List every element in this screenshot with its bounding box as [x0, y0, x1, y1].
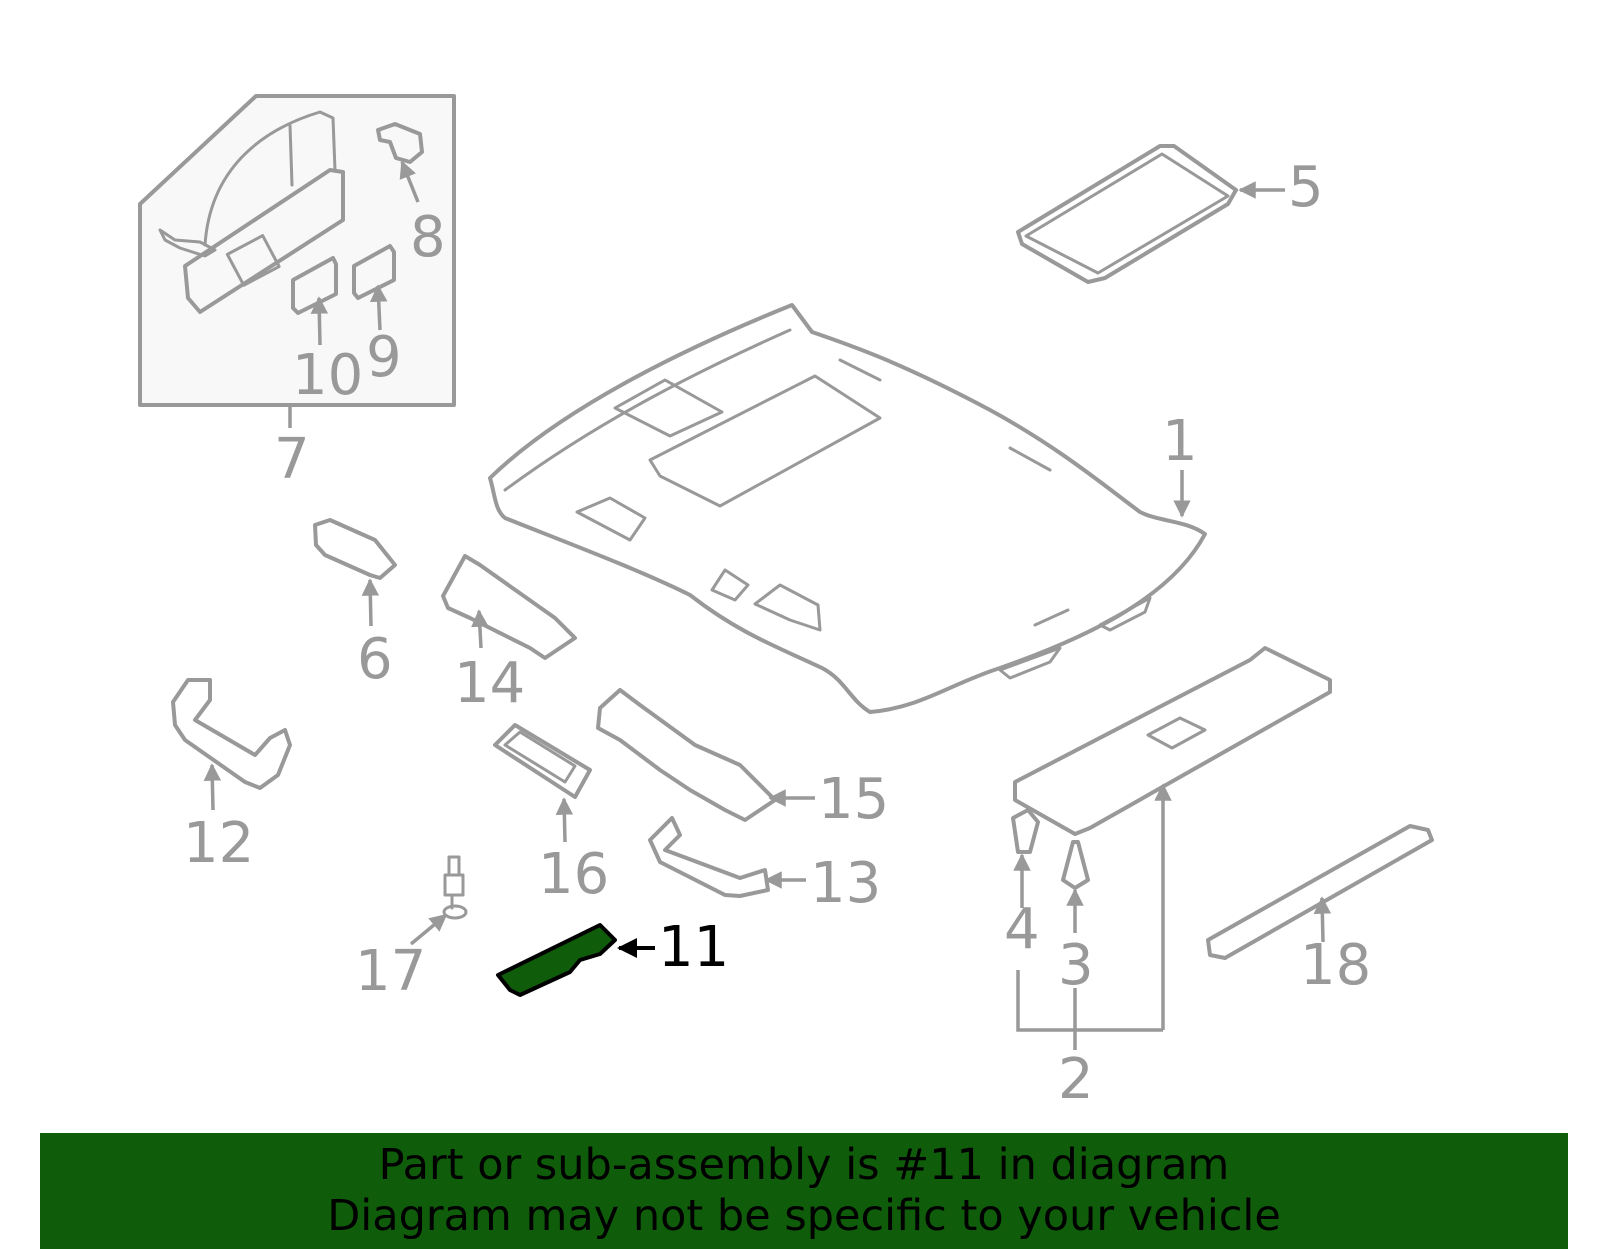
- callout-14[interactable]: 14: [454, 651, 525, 716]
- banner-line-1: Part or sub-assembly is #11 in diagram: [378, 1140, 1230, 1190]
- callout-8[interactable]: 8: [410, 205, 446, 270]
- sunroof-panel: [1016, 144, 1238, 284]
- callout-2[interactable]: 2: [1058, 1047, 1094, 1112]
- callout-6[interactable]: 6: [357, 627, 393, 692]
- overhead-console-2: [1013, 646, 1332, 836]
- grab-handle-12: [171, 678, 292, 790]
- callout-12[interactable]: 12: [183, 811, 254, 876]
- callout-13[interactable]: 13: [810, 851, 881, 916]
- highlighted-part-11: [496, 923, 617, 997]
- callout-10[interactable]: 10: [292, 343, 363, 408]
- clip-3: [1061, 840, 1090, 890]
- headliner: [488, 303, 1207, 714]
- bracket-15: [596, 688, 777, 822]
- grab-handle-13: [648, 816, 770, 898]
- callout-7[interactable]: 7: [274, 427, 310, 492]
- sun-visor-group-box: [138, 94, 456, 407]
- callout-5[interactable]: 5: [1288, 155, 1324, 220]
- bracket-14: [441, 554, 577, 660]
- leader-lines: [203, 160, 1332, 1050]
- callout-11[interactable]: 11: [658, 915, 729, 980]
- bracket-6: [313, 518, 397, 580]
- callout-4[interactable]: 4: [1004, 897, 1040, 962]
- trim-strip-18: [1206, 824, 1434, 960]
- callout-15[interactable]: 15: [818, 767, 889, 832]
- banner-line-2: Diagram may not be specific to your vehi…: [327, 1191, 1281, 1241]
- clip-17: [442, 855, 468, 920]
- callout-18[interactable]: 18: [1300, 933, 1371, 998]
- callout-9[interactable]: 9: [366, 325, 402, 390]
- callout-1[interactable]: 1: [1162, 409, 1198, 474]
- info-banner: Part or sub-assembly is #11 in diagram D…: [40, 1133, 1568, 1249]
- clip-4: [1011, 808, 1040, 854]
- callout-3[interactable]: 3: [1058, 933, 1094, 998]
- callout-16[interactable]: 16: [538, 842, 609, 907]
- map-light-16: [493, 723, 592, 799]
- callout-17[interactable]: 17: [355, 939, 426, 1004]
